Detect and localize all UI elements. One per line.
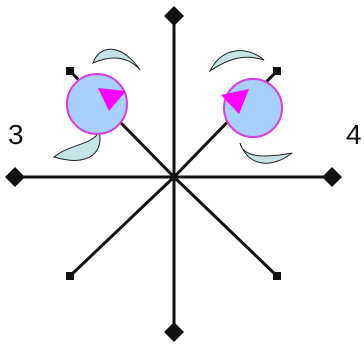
right-disk — [223, 78, 283, 138]
diagonal-line-bottom-left — [68, 175, 176, 278]
diagonal-line-bottom-right — [172, 175, 279, 278]
left-crescent-bottom — [52, 130, 101, 161]
axis-lines — [14, 15, 332, 334]
diamond-markers — [5, 6, 342, 342]
left-number-label: 3 — [8, 119, 24, 150]
left-crescent-top — [92, 48, 141, 71]
square-top-left — [66, 67, 74, 75]
square-bottom-left — [66, 272, 74, 280]
diamond-left — [5, 167, 25, 187]
square-bottom-right — [273, 272, 281, 280]
left-triangle — [98, 88, 126, 111]
diamond-bottom — [164, 322, 184, 342]
left-disk — [66, 73, 128, 135]
right-crescent-top — [208, 50, 265, 73]
diamond-right — [322, 167, 342, 187]
square-markers — [66, 67, 281, 280]
right-rotor — [208, 50, 293, 164]
right-number-label: 4 — [346, 119, 362, 150]
right-crescent-bottom — [239, 142, 293, 164]
left-rotor — [52, 48, 141, 161]
right-triangle — [221, 89, 249, 114]
square-top-right — [273, 67, 281, 75]
diamond-top — [164, 6, 184, 26]
